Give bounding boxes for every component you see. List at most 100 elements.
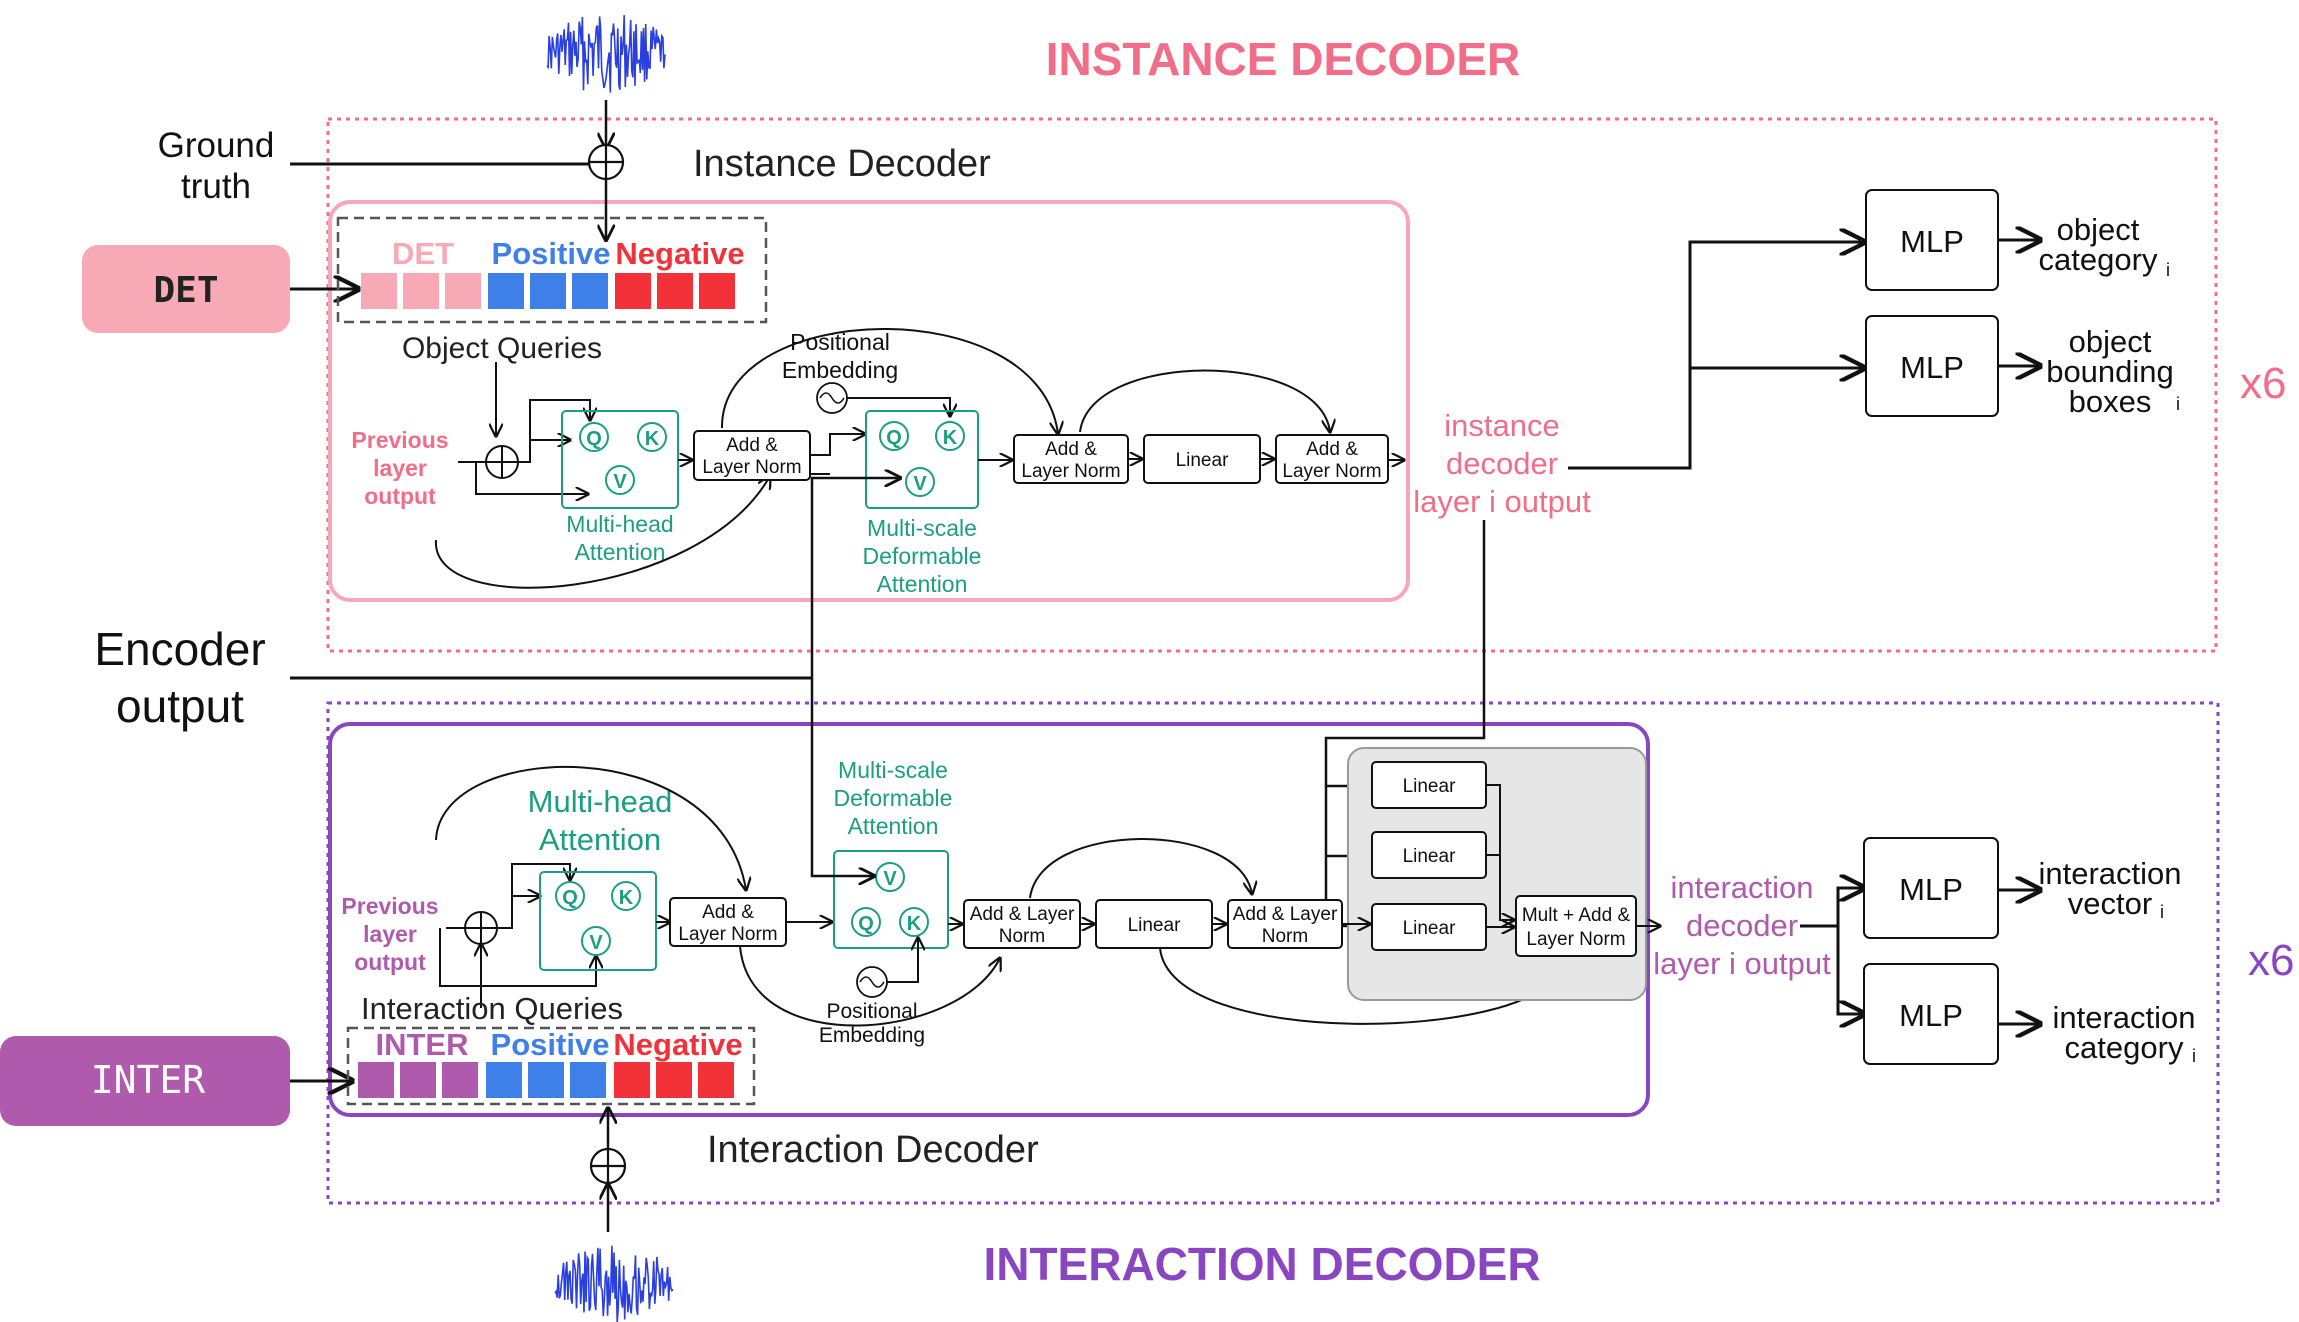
ground-truth-label-1: Ground — [158, 126, 275, 165]
instance-mha-label-1: Multi-head — [566, 511, 673, 537]
query-inter-label: INTER — [376, 1027, 469, 1062]
repeat-label-top: x6 — [2240, 359, 2286, 408]
mult-add-norm-line2: Layer Norm — [1526, 929, 1625, 950]
instance-addnorm-2-line2: Layer Norm — [1021, 461, 1120, 482]
instance-addnorm-1-line2: Layer Norm — [702, 457, 801, 478]
instance-decoder-title: INSTANCE DECODER — [1046, 33, 1521, 85]
interaction-linear-text: Linear — [1128, 915, 1181, 936]
msda-q-icon — [879, 421, 909, 451]
instance-addnorm-1-line1: Add & — [726, 435, 778, 456]
interaction-output-label-3: layer i output — [1653, 946, 1831, 981]
fusion-linear-b-text: Linear — [1403, 846, 1456, 867]
mha-k-text: K — [645, 428, 660, 450]
repeat-label-bottom: x6 — [2248, 936, 2294, 985]
msda-v-text: V — [913, 473, 927, 495]
interaction-decoder-label: Interaction Decoder — [707, 1129, 1039, 1171]
fusion-linear-a-text: Linear — [1403, 776, 1456, 797]
interaction-prev-label-3: output — [354, 949, 426, 975]
instance-linear-text: Linear — [1176, 450, 1229, 471]
object-boxes-label-1: object — [2069, 324, 2152, 359]
int-msda-v-text: V — [883, 868, 897, 890]
instance-msda-label-1: Multi-scale — [867, 515, 977, 541]
int-mha-k-icon — [611, 881, 641, 911]
interaction-vector-label-2: vector — [2068, 886, 2152, 921]
interaction-msda-block — [833, 850, 949, 949]
interaction-category-subscript: i — [2192, 1046, 2196, 1066]
mlp-object-boxes-text: MLP — [1900, 350, 1964, 385]
instance-output-label-2: decoder — [1446, 446, 1558, 481]
prev-layer-label-3: output — [364, 483, 436, 509]
mha-q-icon — [579, 422, 609, 452]
query-positive-label: Positive — [492, 236, 611, 271]
msda-k-icon — [935, 421, 965, 451]
interaction-pos-emb-1: Positional — [826, 1000, 917, 1023]
encoder-output-label-1: Encoder — [94, 623, 265, 675]
interaction-output-label-1: interaction — [1670, 870, 1813, 905]
mlp-interaction-category-text: MLP — [1899, 998, 1963, 1033]
interaction-addnorm-2-line1: Add & Layer — [970, 904, 1075, 925]
encoder-output-label-2: output — [116, 680, 244, 732]
fusion-linear-c-text: Linear — [1403, 918, 1456, 939]
interaction-category-label-2: category — [2065, 1030, 2184, 1065]
interaction-prev-label-1: Previous — [341, 893, 438, 919]
instance-msda-label-3: Attention — [877, 571, 968, 597]
prev-layer-label-1: Previous — [351, 427, 448, 453]
interaction-pos-emb-2: Embedding — [819, 1024, 925, 1047]
int-msda-q-text: Q — [858, 913, 874, 935]
noise-waveform-top — [546, 15, 666, 93]
mlp-interaction-category — [1863, 963, 1999, 1065]
instance-pos-emb-2: Embedding — [782, 357, 898, 383]
instance-addnorm-2-line1: Add & — [1045, 439, 1097, 460]
ground-truth-label-2: truth — [181, 167, 251, 206]
instance-output-label-3: layer i output — [1413, 484, 1591, 519]
object-query-tokens — [361, 273, 735, 309]
int-mha-q-icon — [555, 881, 585, 911]
interaction-addnorm-1-line2: Layer Norm — [678, 924, 777, 945]
object-queries-box — [336, 216, 768, 324]
interaction-msda-label-3: Attention — [848, 813, 939, 839]
interaction-output-label-2: decoder — [1686, 908, 1798, 943]
prev-layer-label-2: layer — [373, 455, 427, 481]
inter-input-pill — [0, 1036, 290, 1126]
interaction-addnorm-2-line2: Norm — [999, 926, 1045, 947]
inter-input-label: INTER — [91, 1058, 206, 1102]
int-query-negative-label: Negative — [613, 1027, 742, 1062]
msda-q-text: Q — [886, 427, 902, 449]
interaction-category-label-1: interaction — [2052, 1000, 2195, 1035]
int-mha-v-icon — [581, 926, 611, 956]
det-input-pill — [82, 245, 290, 333]
mlp-object-category-text: MLP — [1900, 224, 1964, 259]
msda-v-icon — [905, 467, 935, 497]
instance-addnorm-3-line1: Add & — [1306, 439, 1358, 460]
int-mha-q-text: Q — [562, 887, 578, 909]
instance-decoder-label: Instance Decoder — [693, 143, 991, 185]
det-input-label: DET — [153, 270, 218, 311]
interaction-mha-label-2: Attention — [539, 822, 661, 857]
noise-trace — [554, 1245, 674, 1322]
query-det-label: DET — [392, 236, 454, 271]
mult-add-norm-line1: Mult + Add & — [1522, 905, 1631, 926]
object-queries-label: Object Queries — [402, 332, 602, 365]
int-msda-k-text: K — [907, 913, 922, 935]
noise-trace — [546, 15, 666, 93]
mha-q-text: Q — [586, 428, 602, 450]
object-category-label-1: object — [2057, 212, 2140, 247]
instance-inner-box — [328, 200, 1410, 602]
mha-v-icon — [605, 465, 635, 495]
interaction-queries-label: Interaction Queries — [361, 991, 623, 1026]
mha-k-icon — [637, 422, 667, 452]
int-msda-v-icon — [875, 862, 905, 892]
interaction-decoder-title: INTERACTION DECODER — [983, 1238, 1540, 1290]
noise-waveform-bottom — [554, 1245, 674, 1322]
interaction-mha-label-1: Multi-head — [528, 784, 673, 819]
object-boxes-label-2: bounding — [2046, 354, 2174, 389]
mlp-interaction-vector-text: MLP — [1899, 872, 1963, 907]
object-category-subscript: i — [2166, 260, 2170, 280]
instance-output-label-1: instance — [1444, 408, 1559, 443]
interaction-addnorm-3-line1: Add & Layer — [1233, 904, 1338, 925]
object-boxes-label-3: boxes — [2069, 384, 2152, 419]
object-boxes-subscript: i — [2176, 394, 2180, 414]
instance-addnorm-3-line2: Layer Norm — [1282, 461, 1381, 482]
msda-k-text: K — [943, 427, 958, 449]
